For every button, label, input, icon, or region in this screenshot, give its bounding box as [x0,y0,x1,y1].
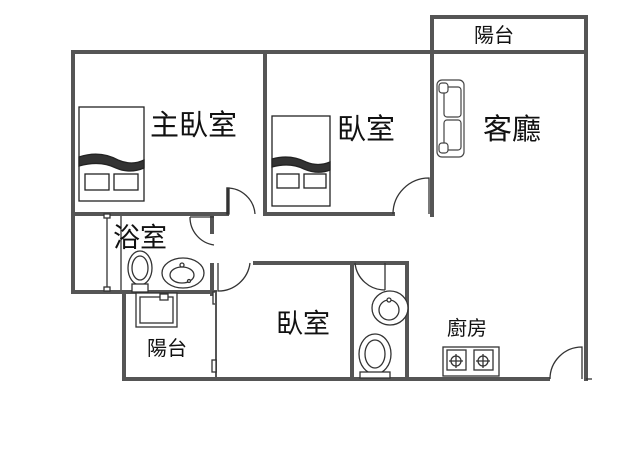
bed-master [78,106,145,202]
bed-bedroom [271,115,331,207]
room-label-master-bedroom: 主臥室 [150,108,238,142]
room-label-bedroom-upper: 臥室 [337,112,396,146]
door-bath2 [354,262,386,291]
wall-balcony-top [430,15,588,54]
toilet2-icon [358,333,392,379]
room-label-balcony-lower: 陽台 [147,336,187,360]
room-label-bathroom: 浴室 [113,223,167,254]
room-label-kitchen: 廚房 [447,316,487,340]
sofa-icon [436,79,465,158]
door-entrance [549,346,583,380]
room-label-living-room: 客廳 [483,112,542,146]
toilet-icon [127,250,153,293]
doors [189,177,583,380]
walls [71,15,588,381]
thin-lines [103,213,592,380]
door-bedroom [392,177,430,215]
door-bath [189,216,215,246]
sink-icon [161,257,205,289]
room-label-bedroom-lower: 臥室 [276,309,330,340]
room-label-balcony-top: 陽台 [474,23,514,47]
door-bedroom-lower [217,262,251,292]
sink2-icon [371,290,409,326]
stove-icon [442,346,500,377]
door-master [226,187,256,215]
chair-icon [135,292,178,328]
